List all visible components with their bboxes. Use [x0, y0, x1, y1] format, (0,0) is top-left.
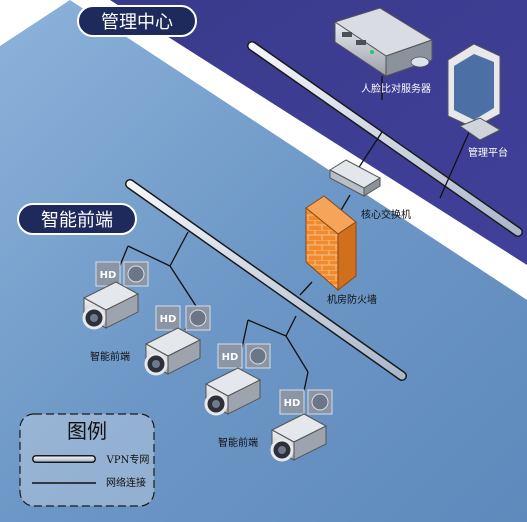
vpn-backbone-bottom — [125, 179, 407, 381]
top-left-corner — [0, 0, 70, 46]
hd-camera: HD — [82, 261, 149, 330]
hd-badge: HD — [284, 398, 301, 409]
hd-badge: HD — [160, 314, 177, 325]
hd-camera: HD — [270, 389, 333, 462]
hd-camera: HD — [144, 305, 211, 376]
hd-badge: HD — [100, 270, 117, 281]
management-platform: 管理平台 — [447, 43, 508, 159]
vpn-backbone-top — [247, 41, 523, 237]
firewall-label: 机房防火墙 — [327, 293, 377, 306]
firewall: 机房防火墙 — [305, 195, 377, 306]
management-zone-title-text: 管理中心 — [101, 12, 173, 33]
legend-vpn-swatch — [32, 455, 96, 463]
face-recognition-icon — [127, 265, 145, 283]
face-recognition-icon — [249, 347, 267, 365]
switch-label: 核心交换机 — [361, 208, 411, 221]
smart-frontend-zone-title: 智能前端 — [17, 203, 137, 235]
management-zone-title: 管理中心 — [77, 5, 197, 37]
camera-group-left-label: 智能前端 — [90, 350, 130, 363]
legend-title: 图例 — [67, 419, 107, 443]
server-label: 人脸比对服务器 — [361, 82, 431, 95]
face-recognition-icon — [311, 393, 329, 411]
platform-label: 管理平台 — [468, 146, 508, 159]
hd-camera: HD — [204, 343, 271, 416]
smart-frontend-zone-title-text: 智能前端 — [41, 210, 113, 231]
face-comparison-server: 人脸比对服务器 — [333, 7, 434, 95]
face-recognition-icon — [189, 309, 207, 327]
legend-network-label: 网络连接 — [106, 476, 146, 489]
core-switch: 核心交换机 — [328, 159, 411, 221]
legend-vpn-label: VPN专网 — [106, 453, 150, 466]
camera-group-right-label: 智能前端 — [218, 436, 258, 449]
legend: 图例 VPN专网 网络连接 — [19, 413, 155, 507]
hd-badge: HD — [222, 352, 239, 363]
